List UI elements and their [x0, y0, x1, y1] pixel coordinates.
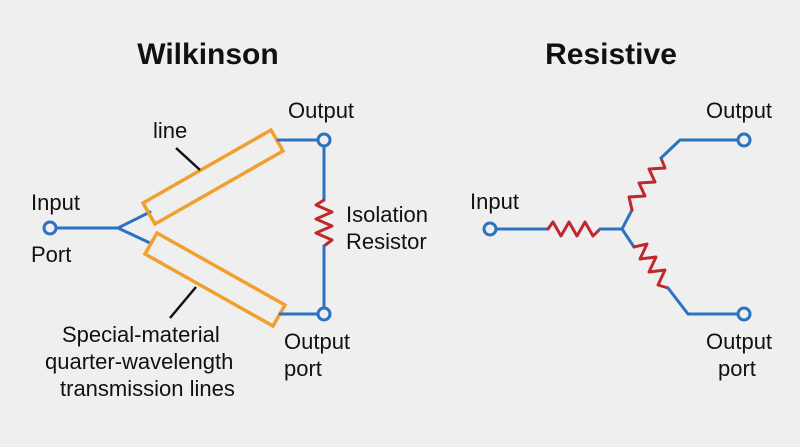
wilkinson-split-upper-wire	[116, 210, 152, 230]
wilkinson-input-label: Input	[31, 190, 80, 215]
resistive-upper-stub-wire	[620, 208, 634, 231]
wilkinson-title: Wilkinson	[137, 38, 278, 71]
isolation-label-line1: Isolation	[346, 202, 428, 227]
resistive-title: Resistive	[545, 38, 677, 71]
resistive-input-resistor-symbol	[546, 220, 602, 238]
isolation-label-line2: Resistor	[346, 229, 427, 254]
resistive-lower-output-wire	[666, 286, 740, 316]
wilkinson-output-top-label: Output	[288, 98, 354, 123]
wilkinson-lower-transmission-line	[142, 230, 288, 329]
wilkinson-output-bottom-label-line1: Output	[284, 329, 350, 354]
resistive-output-bottom-label-line1: Output	[706, 329, 772, 354]
line-label-pointer	[175, 147, 201, 171]
transmission-lines-label-line3: transmission lines	[60, 376, 235, 401]
wilkinson-upper-transmission-line	[140, 127, 286, 227]
wilkinson-input-port	[42, 220, 58, 236]
resistive-lower-stub-wire	[620, 227, 636, 249]
wilkinson-port-label: Port	[31, 242, 71, 267]
resistive-upper-resistor-symbol	[627, 156, 667, 212]
resistive-input-label: Input	[470, 189, 519, 214]
transmission-lines-label-line1: Special-material	[62, 322, 220, 347]
transmission-lines-label-pointer	[169, 286, 197, 319]
resistive-input-port	[482, 221, 498, 237]
transmission-lines-label-line2: quarter-wavelength	[45, 349, 233, 374]
resistive-lower-resistor-symbol	[632, 242, 670, 290]
isolation-resistor-symbol	[314, 198, 334, 248]
resistive-output-bottom-label-line2: port	[718, 356, 756, 381]
resistive-output-top-port	[736, 132, 752, 148]
wilkinson-output-top-port	[316, 132, 332, 148]
wilkinson-output-bottom-port	[316, 306, 332, 322]
resistive-output-top-label: Output	[706, 98, 772, 123]
resistive-output-bottom-port	[736, 306, 752, 322]
resistive-upper-output-wire	[659, 138, 740, 160]
line-label: line	[153, 118, 187, 143]
wilkinson-output-bottom-label-line2: port	[284, 356, 322, 381]
wilkinson-split-lower-wire	[116, 226, 152, 245]
